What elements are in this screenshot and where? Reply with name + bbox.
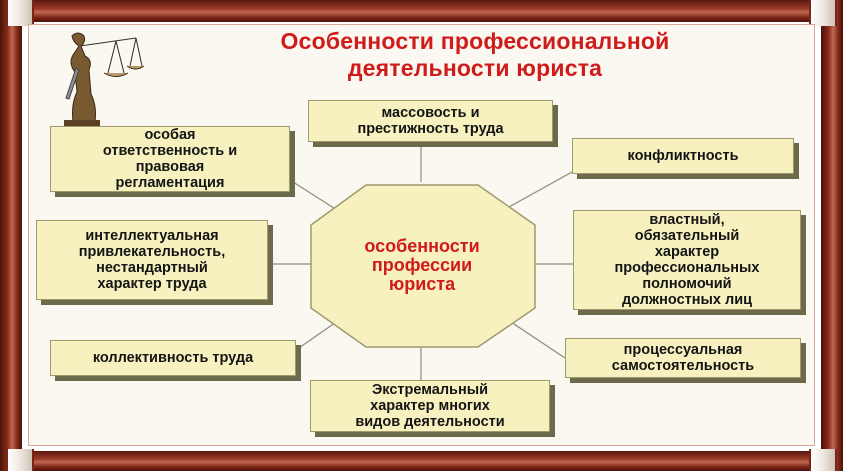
box-right-mid-text: властный, обязательный характер професси… <box>614 212 760 308</box>
center-octagon <box>310 184 536 348</box>
frame-corner-top-right <box>809 0 837 26</box>
title-line-1: Особенности профессиональной <box>280 28 670 54</box>
frame-corner-bottom-left <box>6 449 34 471</box>
frame-corner-bottom-right <box>809 449 837 471</box>
box-left-top-text: особая ответственность и правовая реглам… <box>102 127 238 191</box>
box-right-bottom-text: процессуальная самостоятельность <box>611 342 755 374</box>
connector-left-top <box>289 179 341 213</box>
frame-bottom <box>0 451 843 471</box>
box-left-bottom: коллективность труда <box>50 340 296 376</box>
box-right-bottom: процессуальная самостоятельность <box>565 338 801 378</box>
box-right-top: конфликтность <box>572 138 794 174</box>
page-title: Особенности профессиональной деятельност… <box>150 28 800 82</box>
themis-statue-icon <box>64 32 145 126</box>
center-label: особенности профессии юриста <box>364 235 480 294</box>
title-line-2: деятельности юриста <box>347 55 603 81</box>
box-bottom: Экстремальный характер многих видов деят… <box>310 380 550 432</box>
box-bottom-text: Экстремальный характер многих видов деят… <box>355 382 505 430</box>
frame-top <box>0 0 843 22</box>
connector-right-bottom <box>504 317 566 359</box>
box-left-mid-text: интеллектуальная привлекательность, нест… <box>78 228 226 292</box>
box-top: массовость и престижность труда <box>308 100 553 142</box>
box-left-bottom-text: коллективность труда <box>92 350 254 366</box>
connector-right-top <box>499 171 573 213</box>
box-right-top-text: конфликтность <box>627 148 739 164</box>
frame-left <box>0 0 22 471</box>
box-left-mid: интеллектуальная привлекательность, нест… <box>36 220 268 300</box>
frame-right <box>821 0 843 471</box>
box-right-mid: властный, обязательный характер професси… <box>573 210 801 310</box>
frame-corner-top-left <box>6 0 34 26</box>
box-left-top: особая ответственность и правовая реглам… <box>50 126 290 192</box>
box-top-text: массовость и престижность труда <box>357 105 504 137</box>
